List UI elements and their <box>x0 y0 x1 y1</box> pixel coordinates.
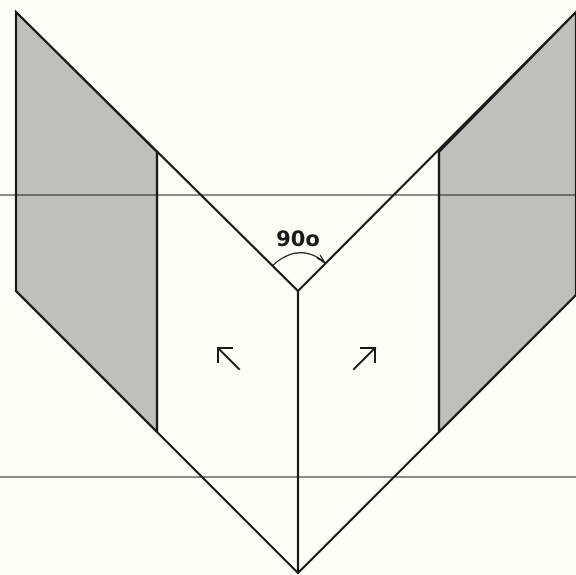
angle-label: 90o <box>276 227 320 251</box>
angle-arc-arrowhead <box>316 254 326 264</box>
arrow-up-left-icon <box>216 346 241 371</box>
arrow-up-right-icon <box>352 346 377 371</box>
angle-arc <box>271 252 324 267</box>
